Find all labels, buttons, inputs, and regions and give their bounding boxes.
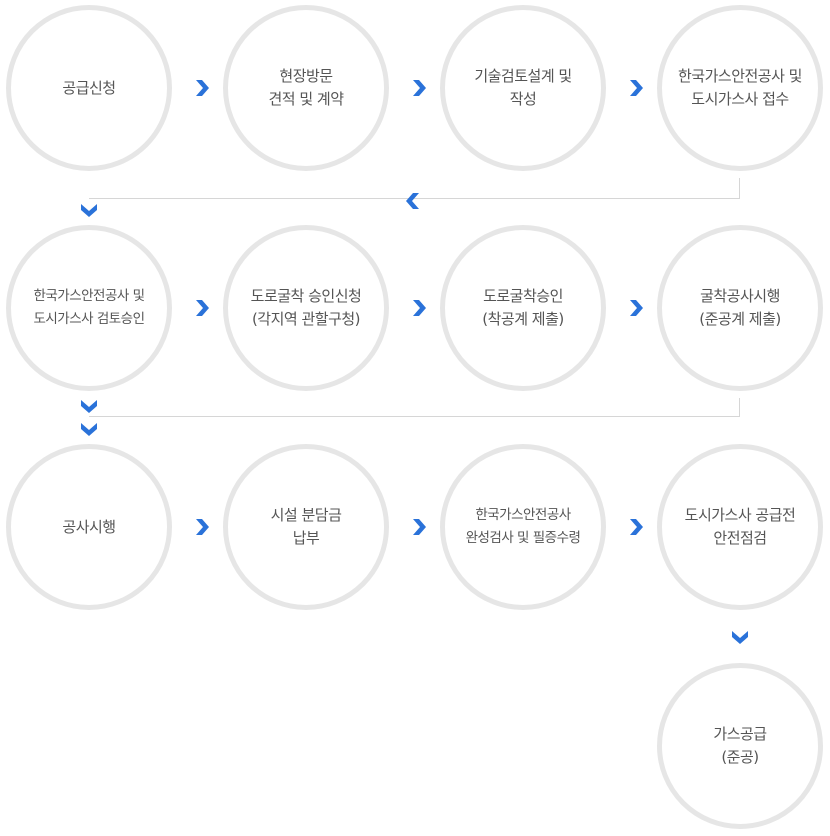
connector-line <box>89 416 740 417</box>
chevron-right-icon <box>629 300 643 316</box>
connector-line <box>739 398 740 417</box>
chevron-down-icon <box>81 400 97 413</box>
chevron-right-icon <box>195 80 209 96</box>
step-label: 기술검토설계 및 작성 <box>474 67 572 108</box>
chevron-right-icon <box>195 300 209 316</box>
step-label: 한국가스안전공사 및 도시가스사 검토승인 <box>33 288 145 327</box>
connector-line <box>89 198 740 199</box>
chevron-right-icon <box>412 519 426 535</box>
process-step: 시설 분담금 납부 <box>223 444 389 610</box>
process-step: 공사시행 <box>6 444 172 610</box>
process-step: 한국가스안전공사 완성검사 및 필증수령 <box>440 444 606 610</box>
step-label: 도시가스사 공급전 안전점검 <box>684 506 796 547</box>
chevron-down-icon <box>732 631 748 644</box>
chevron-down-icon <box>81 423 97 436</box>
step-label: 시설 분담금 납부 <box>270 506 342 547</box>
process-step: 가스공급 (준공) <box>657 663 823 829</box>
step-label: 공사시행 <box>62 517 116 536</box>
step-label: 한국가스안전공사 및 도시가스사 접수 <box>678 67 802 108</box>
step-label: 굴착공사시행 (준공계 제출) <box>699 287 781 328</box>
process-step: 굴착공사시행 (준공계 제출) <box>657 225 823 391</box>
connector-line <box>739 178 740 199</box>
step-label: 한국가스안전공사 완성검사 및 필증수령 <box>465 507 581 546</box>
process-step: 도로굴착승인 (착공계 제출) <box>440 225 606 391</box>
chevron-down-icon <box>81 204 97 217</box>
process-step: 공급신청 <box>6 5 172 171</box>
chevron-right-icon <box>629 80 643 96</box>
process-step: 도시가스사 공급전 안전점검 <box>657 444 823 610</box>
step-label: 도로굴착승인 (착공계 제출) <box>482 287 564 328</box>
chevron-right-icon <box>195 519 209 535</box>
chevron-right-icon <box>629 519 643 535</box>
step-label: 현장방문 견적 및 계약 <box>268 67 344 108</box>
step-label: 도로굴착 승인신청 (각지역 관할구청) <box>250 287 362 328</box>
process-step: 현장방문 견적 및 계약 <box>223 5 389 171</box>
chevron-right-icon <box>412 300 426 316</box>
process-step: 도로굴착 승인신청 (각지역 관할구청) <box>223 225 389 391</box>
step-label: 공급신청 <box>62 78 116 97</box>
chevron-left-icon <box>406 193 419 209</box>
process-step: 한국가스안전공사 및 도시가스사 접수 <box>657 5 823 171</box>
process-step: 한국가스안전공사 및 도시가스사 검토승인 <box>6 225 172 391</box>
process-step: 기술검토설계 및 작성 <box>440 5 606 171</box>
chevron-right-icon <box>412 80 426 96</box>
step-label: 가스공급 (준공) <box>713 725 767 766</box>
